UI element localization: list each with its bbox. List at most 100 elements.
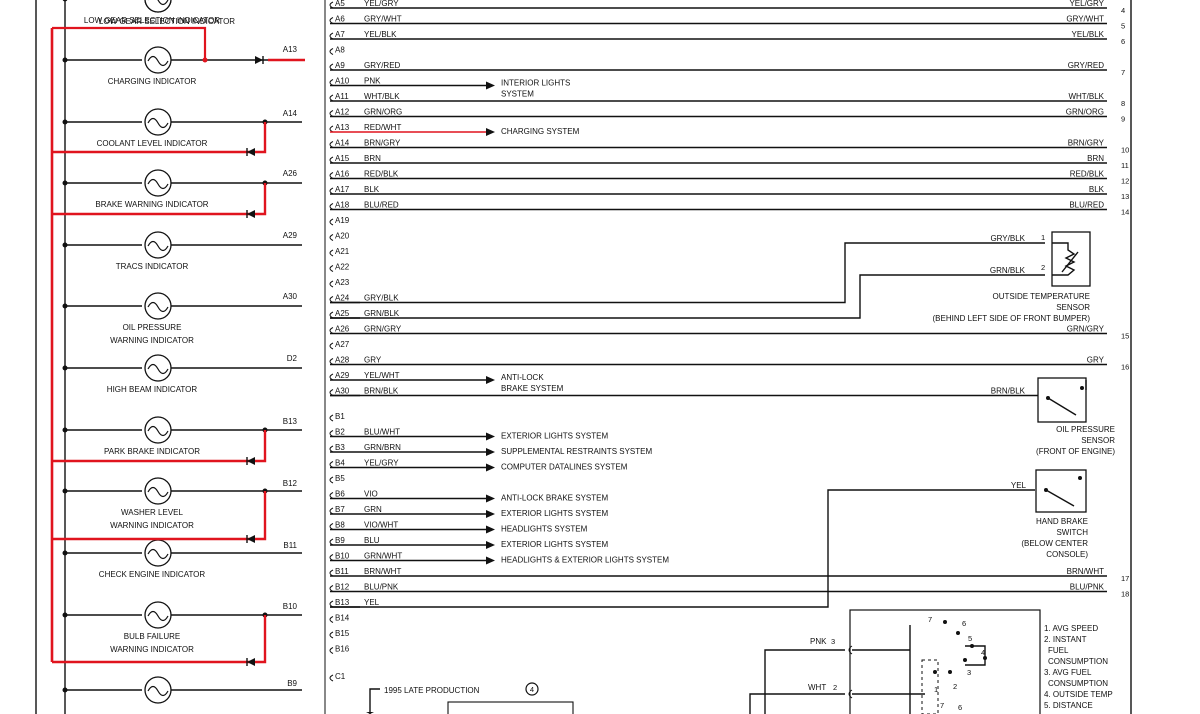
pin-label: B11 [335,567,349,576]
pin-number: 2 [1041,263,1045,272]
bulb-filament-icon [147,301,169,313]
sensor-label: (BEHIND LEFT SIDE OF FRONT BUMPER) [933,314,1091,323]
pin-row-A22: A22 [329,263,350,272]
pin-label: B1 [335,412,345,421]
highlighted-circuits [50,26,305,666]
pin-label: B16 [335,645,350,654]
contact-number: 3 [967,668,971,677]
connector-bracket-icon [329,110,334,117]
connector-bracket-icon [329,94,334,102]
pin-label: A11 [335,92,349,101]
pin-label: B10 [335,552,350,561]
bulb-filament-icon [147,178,169,190]
right-wire-label: BRN/WHT [1067,567,1104,576]
note-box [447,701,574,714]
selector-legend: FUEL [1048,646,1069,655]
pin-label: A9 [335,61,345,70]
pin-row-A29: A29 YEL/WHT ANTI-LOCK BRAKE SYSTEM [329,371,564,393]
destination-label: BRAKE SYSTEM [501,384,564,393]
circuit-number: 6 [1121,37,1125,46]
right-wire-label: YEL/BLK [1072,30,1105,39]
connector-bracket-icon [329,265,334,272]
connector-bracket-icon [329,674,334,682]
wire-color-label: BRN/WHT [364,567,401,576]
sensor-label: OUTSIDE TEMPERATURE [993,292,1091,301]
connector-bracket-icon [329,476,334,484]
circuit-number: 14 [1121,208,1129,217]
circuit-number: 12 [1121,177,1129,186]
arrow-right-icon [486,541,495,549]
connector-bracket-icon [329,414,334,422]
pin-label: B9 [335,536,345,545]
arrow-right-icon [486,510,495,518]
sensor-body [1051,231,1091,287]
arrow-right-icon [486,432,495,441]
thermistor-icon [1052,242,1076,276]
pin-label: A21 [335,247,350,256]
switch-pivot-icon [1046,396,1050,400]
pin-label: B3 [335,443,345,452]
selector-legend: 2. INSTANT [1044,635,1087,644]
pin-label: A6 [335,15,345,24]
switch-contact-icon [1080,386,1084,390]
wire-color-label: VIO/WHT [364,521,398,530]
wire-color-label: GRN/BLK [990,266,1026,275]
pin-label: A22 [335,263,350,272]
bulb-filament-icon [147,425,169,437]
destination-label: EXTERIOR LIGHTS SYSTEM [501,432,608,441]
selector-wire-b [749,693,845,714]
connector-bracket-icon [329,600,334,608]
switch-blade-icon [1045,489,1075,507]
connector-bracket-icon [329,48,334,55]
indicator-label: WASHER LEVEL [121,508,183,517]
pin-row-B15: B15 [329,629,350,639]
wire-color-label: RED/WHT [364,123,401,132]
right-wire-label: GRY [1087,356,1105,365]
contact-number: 2 [953,682,957,691]
indicator-label: HIGH BEAM INDICATOR [107,385,198,394]
arrow-right-icon [486,463,495,472]
indicator-pin-label: A26 [283,169,298,178]
bulb-filament-icon [147,117,169,129]
wire-color-label: GRN/ORG [364,108,402,117]
circuit-number: 11 [1121,161,1129,170]
pin-label: A29 [335,371,350,380]
destination-label: INTERIOR LIGHTS [501,79,570,88]
indicator-pin-label: B10 [283,602,298,611]
right-wire-label: BRN [1087,154,1104,163]
sensor-label: SENSOR [1081,436,1115,445]
sensor-label: SENSOR [1056,303,1090,312]
bulb-filament-icon [147,548,169,560]
connector-bracket-icon [329,218,334,226]
wire-color-label: GRY/WHT [364,15,402,24]
circuit-number: 18 [1121,590,1129,599]
pin-row-A27: A27 [329,340,350,350]
wire-color-label: VIO [364,490,378,499]
connector-bracket-icon [329,523,334,530]
destination-label: ANTI-LOCK [501,373,544,382]
indicator-pin-label: B12 [283,479,298,488]
connector-bracket-icon [329,538,334,546]
connector-bracket-icon [329,507,334,515]
wire-color-label: GRY [364,356,382,365]
red-indicator-return [52,122,267,154]
wire-color-label: YEL/WHT [364,371,400,380]
wire-color-label: BLU/PNK [364,583,399,592]
wire-color-label: GRY/BLK [990,234,1025,243]
hand-brake-wire [330,489,1035,608]
destination-label: EXTERIOR LIGHTS SYSTEM [501,540,608,549]
indicator-label: PARK BRAKE INDICATOR [104,447,200,456]
wire-color-label: BRN/BLK [364,387,399,396]
